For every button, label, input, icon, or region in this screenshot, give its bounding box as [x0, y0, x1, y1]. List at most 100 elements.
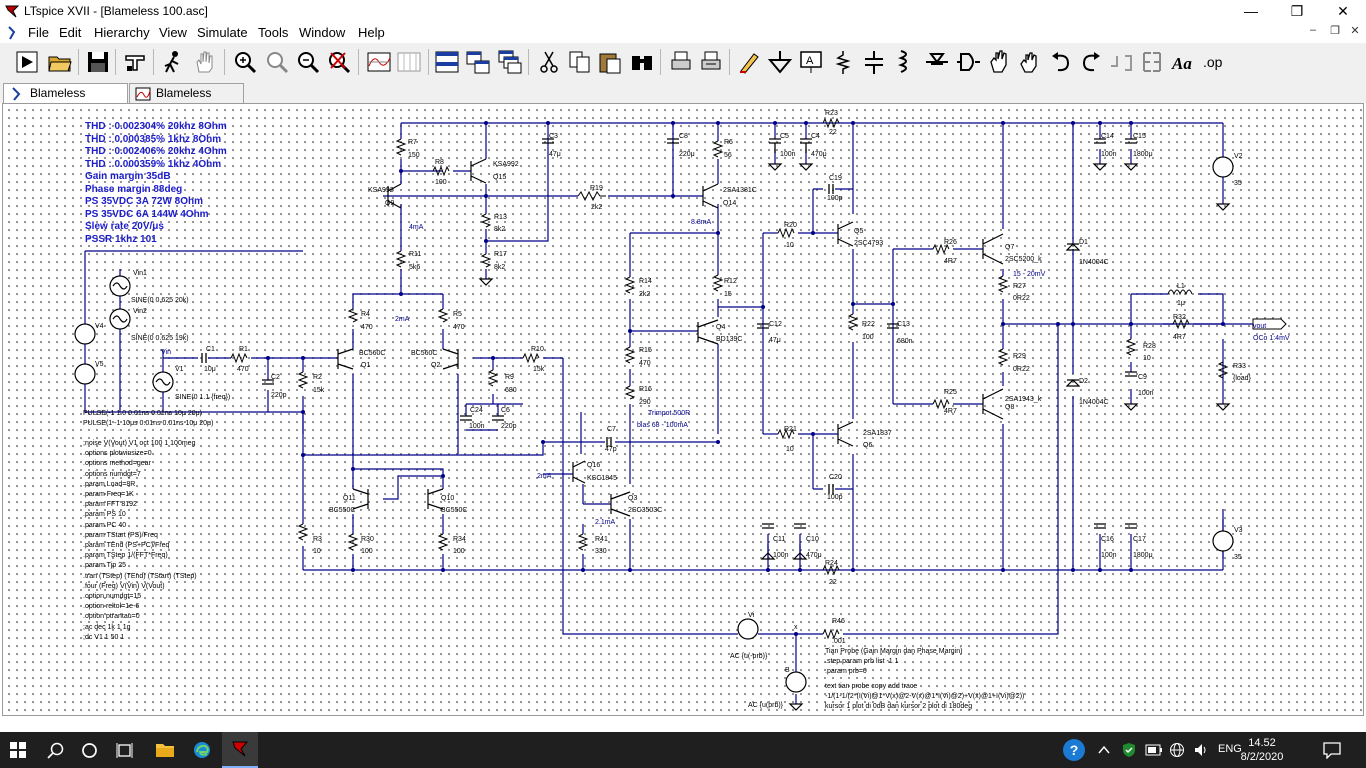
- component-label[interactable]: C9: [1138, 374, 1147, 381]
- chevron-up-icon[interactable]: [1098, 745, 1110, 755]
- directive-line[interactable]: .param TEnd (PS+PC)/Freq: [83, 542, 170, 550]
- menu-window[interactable]: Window: [299, 25, 346, 40]
- component-label[interactable]: R41: [595, 536, 608, 543]
- component-label[interactable]: .001: [832, 638, 846, 645]
- component-label[interactable]: 220p: [271, 392, 287, 399]
- component-label[interactable]: C4: [811, 133, 820, 140]
- spice-directive-icon[interactable]: .op: [1201, 48, 1227, 76]
- component-label[interactable]: Vin1: [133, 270, 147, 277]
- component-label[interactable]: R13: [494, 214, 507, 221]
- component-label[interactable]: Q10: [441, 495, 455, 502]
- close-button[interactable]: ✕: [1337, 3, 1349, 19]
- component-label[interactable]: R25: [944, 389, 957, 396]
- directive-line[interactable]: .param PC 40: [83, 521, 127, 529]
- mdi-close-button[interactable]: ✕: [1350, 25, 1360, 37]
- component-label[interactable]: C17: [1133, 536, 1146, 543]
- directive-line[interactable]: .param Load=8R: [83, 480, 136, 488]
- paste-icon[interactable]: [597, 48, 623, 76]
- component-label[interactable]: 10: [786, 446, 794, 453]
- component-label[interactable]: 2SA1381C: [723, 187, 757, 194]
- component-label[interactable]: 100n: [1101, 552, 1117, 559]
- component-label[interactable]: C15: [1133, 133, 1146, 140]
- component-label[interactable]: 2.1mA: [595, 519, 616, 526]
- component-label[interactable]: 1800μ: [1133, 552, 1153, 559]
- component-label[interactable]: V5: [95, 361, 104, 368]
- component-label[interactable]: 0R22: [1013, 295, 1030, 302]
- component-label[interactable]: R26: [944, 239, 957, 246]
- component-label[interactable]: D1: [1079, 239, 1088, 246]
- component-label[interactable]: C8: [679, 133, 688, 140]
- resistor-icon[interactable]: [830, 48, 856, 76]
- draw-wire-icon[interactable]: [736, 48, 762, 76]
- component-label[interactable]: 2k2: [639, 291, 651, 298]
- component-label[interactable]: C24: [470, 407, 483, 414]
- component-label[interactable]: vout: [1253, 323, 1267, 330]
- component-label[interactable]: 8.8mA: [691, 219, 712, 226]
- component-label[interactable]: C20: [829, 474, 842, 481]
- halt-icon[interactable]: [160, 48, 186, 76]
- component-label[interactable]: Vin: [161, 349, 171, 356]
- component-label[interactable]: 100: [862, 334, 874, 341]
- clock[interactable]: 14.52 8/2/2020: [1232, 736, 1292, 764]
- component-label[interactable]: 22: [829, 129, 837, 136]
- component-label[interactable]: V2: [1234, 153, 1243, 160]
- component-label[interactable]: 5k6: [409, 264, 421, 271]
- component-label[interactable]: B: [785, 667, 790, 674]
- component-label[interactable]: 100p: [827, 494, 843, 501]
- component-label[interactable]: 470: [237, 366, 249, 373]
- component-label[interactable]: L1: [1177, 283, 1185, 290]
- component-label[interactable]: R15: [639, 347, 652, 354]
- zoom-out-icon[interactable]: [295, 48, 321, 76]
- component-label[interactable]: R22: [862, 321, 875, 328]
- component-label[interactable]: D2: [1079, 378, 1088, 385]
- component-label[interactable]: 100n: [1101, 151, 1117, 158]
- component-label[interactable]: Q4: [716, 324, 726, 331]
- component-label[interactable]: C16: [1101, 536, 1114, 543]
- component-label[interactable]: C19: [829, 175, 842, 182]
- component-label[interactable]: R3: [313, 536, 322, 543]
- search-icon[interactable]: [47, 742, 64, 759]
- directive-line[interactable]: .option ptrantau=0: [83, 613, 140, 621]
- tab-schematic[interactable]: Blameless 100.asc: [3, 83, 128, 119]
- component-label[interactable]: C11: [773, 536, 786, 543]
- component-label[interactable]: OCo 1:4mV: [1253, 335, 1290, 342]
- component-label[interactable]: R4: [361, 311, 370, 318]
- component-label[interactable]: 1N4004C: [1079, 259, 1109, 266]
- component-label[interactable]: KSA992: [368, 187, 394, 194]
- component-label[interactable]: R16: [639, 386, 652, 393]
- component-label[interactable]: 290: [639, 399, 651, 406]
- zoom-in-icon[interactable]: [232, 48, 258, 76]
- undo-icon[interactable]: [1048, 48, 1074, 76]
- label-net-icon[interactable]: A: [798, 48, 824, 76]
- directive-line[interactable]: .option reltol=1e-6: [83, 603, 140, 611]
- directive-line[interactable]: .param FFT 8192: [83, 501, 137, 509]
- component-label[interactable]: 100n: [469, 423, 485, 430]
- component-label[interactable]: 2SA1943_k: [1005, 396, 1042, 403]
- component-label[interactable]: R2: [313, 374, 322, 381]
- component-label[interactable]: R29: [1013, 353, 1026, 360]
- zoom-icon[interactable]: [264, 48, 290, 76]
- component-label[interactable]: 4R7: [944, 408, 957, 415]
- component-label[interactable]: 220μ: [679, 151, 695, 158]
- capacitor-icon[interactable]: [861, 48, 887, 76]
- component-label[interactable]: R28: [1143, 343, 1156, 350]
- probe-line[interactable]: .param prb=0: [825, 668, 867, 676]
- help-badge[interactable]: ?: [1063, 739, 1085, 761]
- component-label[interactable]: BC550C: [329, 507, 356, 514]
- component-label[interactable]: KSC1845: [587, 475, 617, 482]
- component-label[interactable]: 470: [453, 324, 465, 331]
- directive-line[interactable]: ;dc V1 1 50 1: [83, 633, 125, 641]
- cortana-icon[interactable]: [81, 742, 98, 759]
- diode-icon[interactable]: [924, 48, 950, 76]
- component-label[interactable]: R12: [724, 278, 737, 285]
- component-label[interactable]: Q9: [385, 200, 395, 207]
- component-label[interactable]: 470μ: [806, 552, 822, 559]
- directive-line[interactable]: .options method=gear: [83, 460, 151, 468]
- component-label[interactable]: 1N4004C: [1079, 399, 1109, 406]
- waveform-autorange-icon[interactable]: [366, 48, 392, 76]
- ltspice-taskbar-button[interactable]: [222, 732, 258, 768]
- component-label[interactable]: BC550C: [441, 507, 468, 514]
- component-label[interactable]: 2SC4793: [854, 240, 884, 247]
- component-label[interactable]: 2mA: [537, 473, 552, 480]
- component-label[interactable]: C6: [501, 407, 510, 414]
